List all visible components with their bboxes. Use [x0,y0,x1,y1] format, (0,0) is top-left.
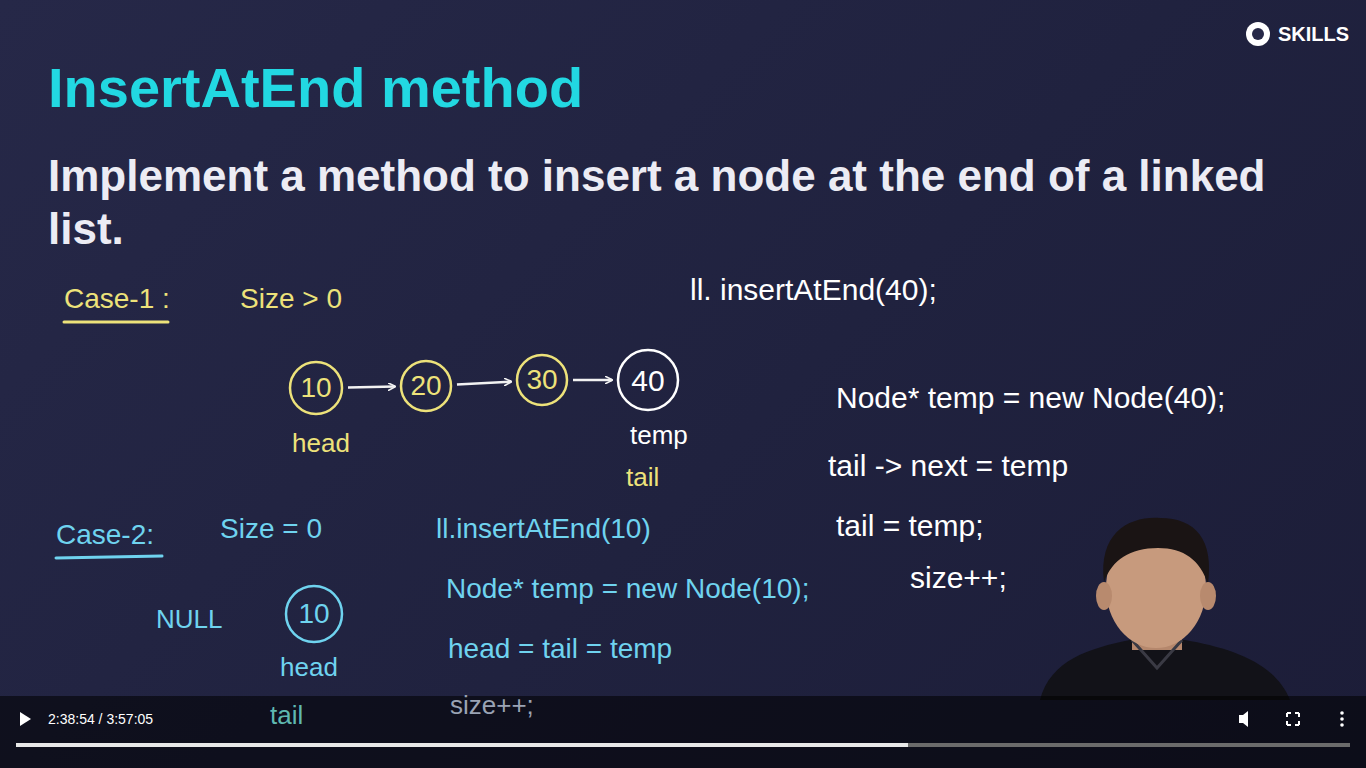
list-node-circle: 10 [284,584,344,644]
case-heading: Case-1 : [64,282,170,316]
pointer-label: head [292,428,350,459]
code-line: size++; [910,560,1007,596]
case-heading: Case-2: [56,518,154,552]
next-pointer-arrow [457,382,511,385]
logo-icon-inner [1252,28,1264,40]
fullscreen-icon [1287,713,1299,725]
code-line: tail -> next = temp [828,448,1068,484]
logo-text: SKILLS [1278,22,1349,46]
code-line: head = tail = temp [448,632,672,666]
pointer-label: head [280,652,338,683]
list-node-circle: 20 [399,359,453,413]
progress-track [16,743,1350,747]
menu-icon [1340,717,1344,721]
code-line: tail = temp; [836,508,984,544]
play-icon [20,712,31,726]
underline [56,556,162,558]
logo-icon [1246,22,1270,46]
node-value: 10 [298,599,329,630]
player-bar [0,696,1366,768]
slide-title: InsertAtEnd method [48,54,583,121]
list-node-circle: 10 [288,360,344,416]
next-pointer-arrow [573,379,612,382]
subtitle: Implement a method to insert a node at t… [48,150,1338,256]
node-value: 30 [526,365,557,396]
menu-icon [1340,711,1344,715]
node-value: 20 [410,371,441,402]
code-line: Node* temp = new Node(40); [836,380,1225,416]
code-line: Node* temp = new Node(10); [446,572,809,606]
node-value: 10 [300,373,331,404]
code-line: ll.insertAtEnd(10) [436,512,651,546]
list-node-circle: 40 [616,348,680,412]
node-value: 40 [631,364,664,397]
pointer-label: tail [270,700,303,731]
pointer-label: tail [626,462,659,493]
volume-icon [1239,711,1248,727]
null-label: NULL [156,604,222,635]
pointer-label: temp [630,420,688,451]
case-condition: Size > 0 [240,282,342,316]
underline [64,321,168,324]
code-line: size++; [450,690,534,721]
progress-fill [16,743,908,747]
code-line: ll. insertAtEnd(40); [690,272,937,308]
menu-icon [1340,723,1344,727]
presenter [1040,518,1290,700]
list-node-circle: 30 [515,353,569,407]
video-time: 2:38:54 / 3:57:05 [48,711,153,728]
next-pointer-arrow [348,385,395,388]
case-condition: Size = 0 [220,512,322,546]
